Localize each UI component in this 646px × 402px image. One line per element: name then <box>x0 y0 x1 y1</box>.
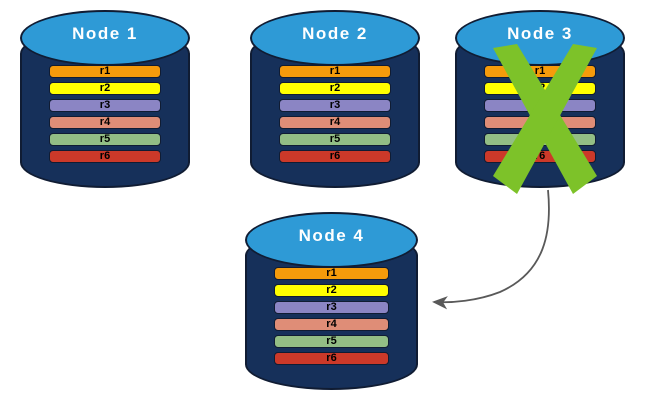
row-bar-label: r1 <box>329 65 341 77</box>
cylinder-top-ellipse <box>250 10 420 66</box>
row-bar-r3[interactable]: r3 <box>274 301 389 314</box>
row-bar-r5[interactable]: r5 <box>483 133 597 146</box>
row-bar-r2[interactable]: r2 <box>278 82 392 95</box>
row-bar-r5[interactable]: r5 <box>48 133 162 146</box>
database-node-1[interactable]: Node 1 r1 r2 r3 r4 r5 r6 <box>20 10 190 188</box>
row-bar-label: r3 <box>329 99 341 111</box>
row-bar-label: r1 <box>326 267 337 279</box>
row-bar-label: r2 <box>326 284 337 296</box>
database-node-2[interactable]: Node 2 r1 r2 r3 r4 r5 r6 <box>250 10 420 188</box>
row-bar-label: r1 <box>534 65 546 77</box>
row-bar-label: r2 <box>329 82 341 94</box>
row-bar-r6[interactable]: r6 <box>48 150 162 163</box>
row-list: r1 r2 r3 r4 r5 r6 <box>274 267 389 365</box>
row-bar-r5[interactable]: r5 <box>278 133 392 146</box>
row-bar-r3[interactable]: r3 <box>483 99 597 112</box>
row-bar-label: r2 <box>99 82 111 94</box>
row-bar-label: r1 <box>99 65 111 77</box>
row-bar-r1[interactable]: r1 <box>483 65 597 78</box>
row-bar-r6[interactable]: r6 <box>483 150 597 163</box>
database-node-4[interactable]: Node 4 r1 r2 r3 r4 r5 r6 <box>245 212 418 390</box>
row-bar-r1[interactable]: r1 <box>278 65 392 78</box>
row-bar-label: r5 <box>329 133 341 145</box>
row-bar-label: r5 <box>99 133 111 145</box>
row-list: r1 r2 r3 r4 r5 r6 <box>48 65 162 163</box>
row-list: r1 r2 r3 r4 r5 r6 <box>278 65 392 163</box>
row-bar-label: r3 <box>326 301 337 313</box>
row-bar-r6[interactable]: r6 <box>278 150 392 163</box>
row-bar-label: r6 <box>99 150 111 162</box>
row-bar-r3[interactable]: r3 <box>278 99 392 112</box>
cylinder-top-ellipse <box>20 10 190 66</box>
cylinder-top-ellipse <box>455 10 625 66</box>
database-node-3[interactable]: Node 3 r1 r2 r3 r4 r5 r6 <box>455 10 625 194</box>
row-bar-label: r3 <box>99 99 111 111</box>
row-bar-r3[interactable]: r3 <box>48 99 162 112</box>
row-bar-label: r3 <box>534 99 546 111</box>
row-bar-r2[interactable]: r2 <box>48 82 162 95</box>
row-bar-r5[interactable]: r5 <box>274 335 389 348</box>
row-bar-r2[interactable]: r2 <box>274 284 389 297</box>
replication-arrow <box>432 189 550 310</box>
row-bar-label: r5 <box>326 335 337 347</box>
row-bar-r4[interactable]: r4 <box>278 116 392 129</box>
row-bar-label: r6 <box>329 150 341 162</box>
row-bar-label: r5 <box>534 133 546 145</box>
row-bar-r1[interactable]: r1 <box>48 65 162 78</box>
row-bar-r4[interactable]: r4 <box>483 116 597 129</box>
row-list: r1 r2 r3 r4 r5 r6 <box>483 65 597 163</box>
row-bar-label: r4 <box>329 116 341 128</box>
row-bar-label: r4 <box>99 116 111 128</box>
row-bar-r4[interactable]: r4 <box>274 318 389 331</box>
row-bar-r2[interactable]: r2 <box>483 82 597 95</box>
row-bar-r4[interactable]: r4 <box>48 116 162 129</box>
cylinder-top-ellipse <box>245 212 418 268</box>
row-bar-r1[interactable]: r1 <box>274 267 389 280</box>
row-bar-label: r4 <box>326 318 337 330</box>
row-bar-r6[interactable]: r6 <box>274 352 389 365</box>
row-bar-label: r6 <box>534 150 546 162</box>
row-bar-label: r4 <box>534 116 546 128</box>
row-bar-label: r6 <box>326 352 337 364</box>
row-bar-label: r2 <box>534 82 546 94</box>
